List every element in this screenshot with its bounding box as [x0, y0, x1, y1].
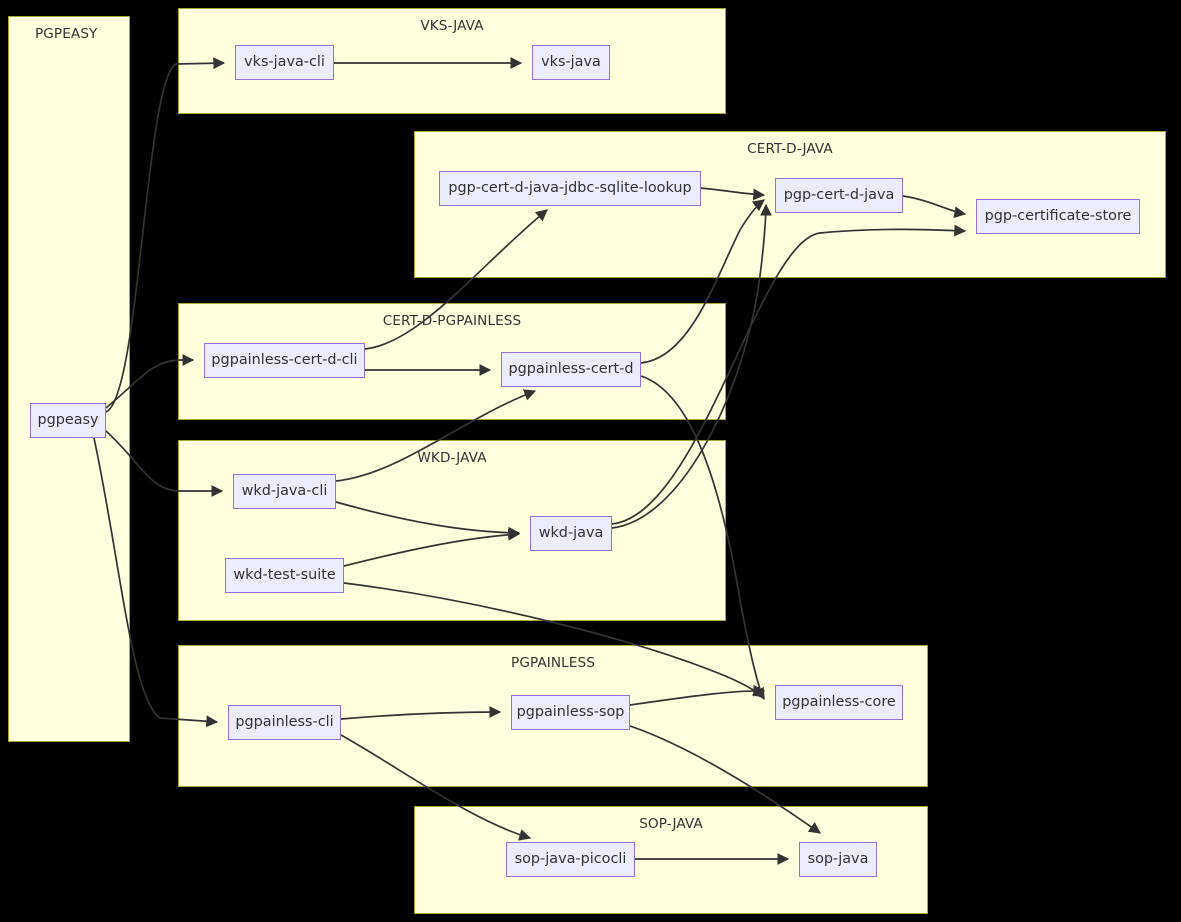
cluster-label-pgpeasy: PGPEASY	[35, 26, 98, 42]
node-wkd_java[interactable]: wkd-java	[530, 516, 612, 551]
node-label-sop_java: sop-java	[807, 851, 869, 868]
node-label-pgp_certificate_store: pgp-certificate-store	[984, 208, 1132, 225]
node-pgpainless_cert_d_cli[interactable]: pgpainless-cert-d-cli	[204, 343, 365, 378]
node-wkd_test_suite[interactable]: wkd-test-suite	[225, 558, 344, 593]
node-sop_java_picocli[interactable]: sop-java-picocli	[506, 842, 635, 877]
cluster-label-sop_java: SOP-JAVA	[639, 816, 703, 832]
node-label-pgpainless_cert_d_cli: pgpainless-cert-d-cli	[211, 352, 358, 369]
node-label-pgpeasy: pgpeasy	[37, 412, 99, 429]
node-pgp_certificate_store[interactable]: pgp-certificate-store	[976, 199, 1140, 234]
cluster-label-vks_java: VKS-JAVA	[420, 18, 484, 34]
node-label-wkd_java_cli: wkd-java-cli	[241, 483, 328, 500]
node-label-sop_java_picocli: sop-java-picocli	[514, 851, 627, 868]
node-label-vks_java_cli: vks-java-cli	[244, 54, 325, 71]
node-pgpainless_core[interactable]: pgpainless-core	[775, 685, 903, 720]
cluster-wkd_java: WKD-JAVA	[178, 440, 726, 621]
node-label-pgpainless_cli: pgpainless-cli	[235, 714, 334, 731]
node-label-vks_java: vks-java	[541, 54, 601, 71]
cluster-label-wkd_java: WKD-JAVA	[417, 450, 487, 466]
node-pgpainless_sop[interactable]: pgpainless-sop	[511, 695, 630, 730]
node-label-wkd_java: wkd-java	[538, 525, 604, 542]
cluster-label-pgpainless: PGPAINLESS	[511, 655, 595, 671]
node-label-pgpainless_core: pgpainless-core	[782, 694, 896, 711]
node-label-pgp_cert_d_java: pgp-cert-d-java	[783, 187, 895, 204]
node-label-pgpainless_sop: pgpainless-sop	[516, 704, 625, 721]
node-vks_java_cli[interactable]: vks-java-cli	[235, 45, 334, 80]
node-pgpeasy[interactable]: pgpeasy	[30, 403, 106, 438]
cluster-label-cert_d_pgpainless: CERT-D-PGPAINLESS	[382, 313, 522, 329]
node-sop_java[interactable]: sop-java	[799, 842, 877, 877]
node-wkd_java_cli[interactable]: wkd-java-cli	[233, 474, 336, 509]
node-vks_java[interactable]: vks-java	[532, 45, 610, 80]
node-pgp_cert_d_java_jdbc_sqlite_lookup[interactable]: pgp-cert-d-java-jdbc-sqlite-lookup	[439, 171, 701, 206]
cluster-label-cert_d_java: CERT-D-JAVA	[747, 141, 833, 157]
node-pgpainless_cert_d[interactable]: pgpainless-cert-d	[501, 352, 641, 387]
node-label-pgp_cert_d_java_jdbc_sqlite_lookup: pgp-cert-d-java-jdbc-sqlite-lookup	[448, 180, 692, 197]
node-label-pgpainless_cert_d: pgpainless-cert-d	[508, 361, 634, 378]
node-label-wkd_test_suite: wkd-test-suite	[233, 567, 336, 584]
node-pgpainless_cli[interactable]: pgpainless-cli	[228, 705, 341, 740]
node-pgp_cert_d_java[interactable]: pgp-cert-d-java	[775, 178, 903, 213]
cluster-pgpeasy: PGPEASY	[8, 16, 130, 742]
